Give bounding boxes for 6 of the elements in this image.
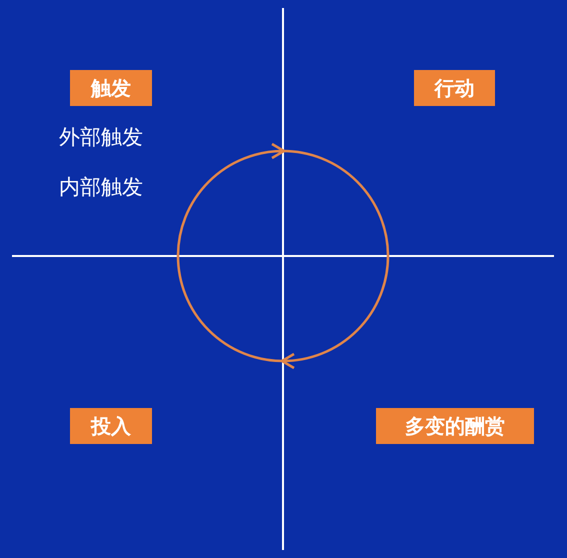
trigger-type-text: 外部触发 xyxy=(59,124,143,151)
trigger-type-text: 内部触发 xyxy=(59,174,143,201)
label-box: 触发 xyxy=(70,70,152,106)
label-box: 投入 xyxy=(70,408,152,444)
label-box: 行动 xyxy=(414,70,495,106)
label-box: 多变的酬赏 xyxy=(376,408,534,444)
